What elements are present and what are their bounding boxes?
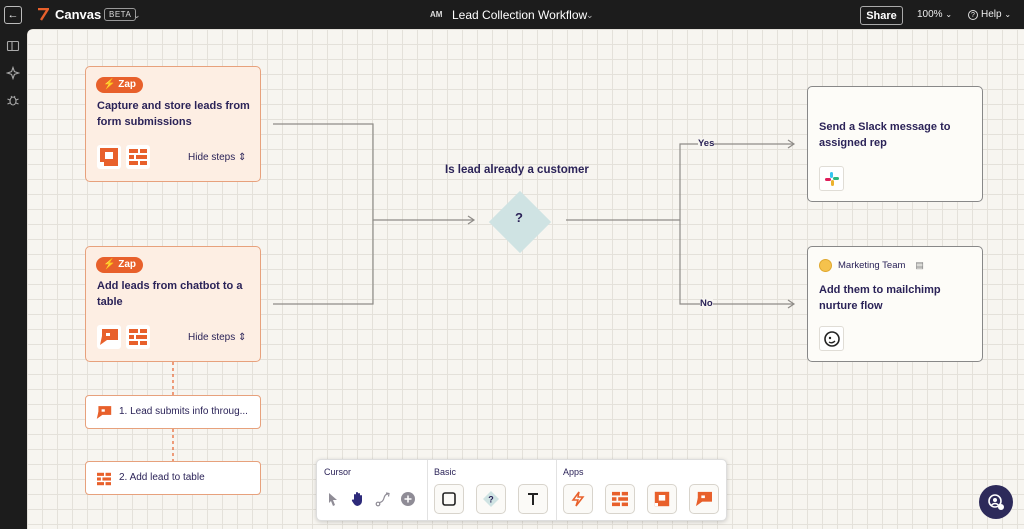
action-title: Add them to mailchimp nurture flow (819, 284, 941, 312)
chatbot-app-icon (96, 406, 112, 419)
document-icon: ▤ (915, 260, 924, 270)
app-menu-chevron-icon[interactable]: ⌄ (133, 10, 141, 20)
chatbot-app-icon (696, 491, 712, 507)
zapier-logo-icon (38, 8, 49, 21)
add-square-shape-button[interactable] (434, 484, 464, 514)
add-chatbot-button[interactable] (689, 484, 719, 514)
share-button[interactable]: Share (860, 6, 903, 25)
panel-icon[interactable] (6, 39, 20, 53)
zap-title: Add leads from chatbot to a table (97, 280, 243, 308)
hide-steps-label: Hide steps (188, 332, 236, 343)
decision-label: Is lead already a customer (445, 164, 589, 176)
team-avatar (819, 259, 832, 272)
toolbar-divider (556, 460, 557, 520)
svg-text:?: ? (488, 495, 494, 505)
zap-pill-label: Zap (118, 259, 137, 270)
chatbot-app-icon (97, 325, 121, 349)
toolbar-divider (427, 460, 428, 520)
connector-lines (172, 123, 796, 461)
step-label: 1. Lead submits info throug... (119, 406, 248, 417)
tables-app-icon (97, 472, 111, 486)
zap-card-chatbot-leads[interactable]: ⚡ Zap Add leads from chatbot to a table … (85, 246, 261, 362)
add-zap-button[interactable] (563, 484, 593, 514)
bolt-icon (571, 491, 585, 507)
zoom-dropdown[interactable]: 100% ⌄ (917, 9, 952, 20)
slack-icon (819, 166, 844, 191)
toolbar-section-cursor: Cursor (324, 467, 352, 477)
zap-pill-label: Zap (118, 79, 137, 90)
back-button[interactable]: ← (4, 6, 22, 24)
bug-icon[interactable] (6, 93, 20, 107)
tables-app-icon (126, 145, 150, 169)
team-row: Marketing Team ▤ (819, 259, 924, 272)
title-chevron-down-icon[interactable]: ⌄ (586, 10, 594, 20)
decision-symbol: ? (515, 210, 523, 225)
hide-steps-toggle[interactable]: Hide steps ⇕ (188, 152, 246, 163)
help-chevron-icon: ⌄ (1004, 10, 1012, 19)
help-label: Help (981, 9, 1002, 20)
zoom-label: 100% (917, 9, 943, 20)
tables-app-icon (612, 491, 628, 507)
toolbar-section-apps: Apps (563, 467, 584, 477)
action-card-slack[interactable]: Send a Slack message to assigned rep (807, 86, 983, 202)
square-icon (442, 492, 456, 506)
expand-collapse-icon: ⇕ (238, 332, 247, 343)
add-text-button[interactable] (518, 484, 548, 514)
comment-add-icon[interactable] (399, 490, 417, 508)
user-initials: AM (430, 10, 443, 19)
bolt-icon: ⚡ (103, 79, 116, 90)
left-rail (0, 29, 27, 529)
zap-pill: ⚡ Zap (96, 77, 144, 93)
zoom-chevron-icon: ⌄ (945, 10, 953, 19)
assistant-fab-button[interactable] (979, 485, 1013, 519)
connector-tool-icon[interactable] (374, 490, 392, 508)
pointer-icon[interactable] (324, 490, 342, 508)
step-card-2[interactable]: 2. Add lead to table (85, 461, 261, 495)
add-tables-button[interactable] (605, 484, 635, 514)
bolt-icon: ⚡ (103, 259, 116, 270)
action-title: Send a Slack message to assigned rep (819, 121, 951, 149)
sparkle-icon[interactable] (6, 66, 20, 80)
assistant-icon (988, 494, 1004, 510)
bottom-toolbar: Cursor Basic ? Apps (316, 459, 727, 521)
team-name: Marketing Team (838, 260, 906, 271)
decision-icon: ? (483, 491, 499, 507)
zap-pill: ⚡ Zap (96, 257, 144, 273)
text-icon (528, 493, 538, 505)
hide-steps-label: Hide steps (188, 152, 236, 163)
mailchimp-icon (819, 326, 844, 351)
step-label: 2. Add lead to table (119, 472, 205, 483)
hand-icon[interactable] (349, 490, 367, 508)
branch-yes-label: Yes (698, 138, 715, 149)
forms-app-icon (97, 145, 121, 169)
step-card-1[interactable]: 1. Lead submits info throug... (85, 395, 261, 429)
workflow-title[interactable]: Lead Collection Workflow (452, 8, 588, 22)
expand-collapse-icon: ⇕ (238, 152, 247, 163)
tables-app-icon (126, 325, 150, 349)
zap-title: Capture and store leads from form submis… (97, 100, 250, 128)
zap-card-capture-leads[interactable]: ⚡ Zap Capture and store leads from form … (85, 66, 261, 182)
forms-app-icon (654, 491, 670, 507)
action-card-mailchimp[interactable]: Marketing Team ▤ Add them to mailchimp n… (807, 246, 983, 362)
app-name: Canvas (55, 7, 102, 22)
top-bar: ← Canvas BETA ⌄ AM Lead Collection Workf… (0, 0, 1024, 29)
toolbar-section-basic: Basic (434, 467, 457, 477)
help-icon: ? (968, 10, 978, 20)
add-decision-button[interactable]: ? (476, 484, 506, 514)
branch-no-label: No (700, 298, 713, 309)
workflow-canvas[interactable]: ⚡ Zap Capture and store leads from form … (27, 29, 1024, 529)
add-interfaces-button[interactable] (647, 484, 677, 514)
help-button[interactable]: ?Help ⌄ (968, 9, 1011, 20)
beta-badge: BETA (104, 8, 137, 21)
hide-steps-toggle[interactable]: Hide steps ⇕ (188, 332, 246, 343)
